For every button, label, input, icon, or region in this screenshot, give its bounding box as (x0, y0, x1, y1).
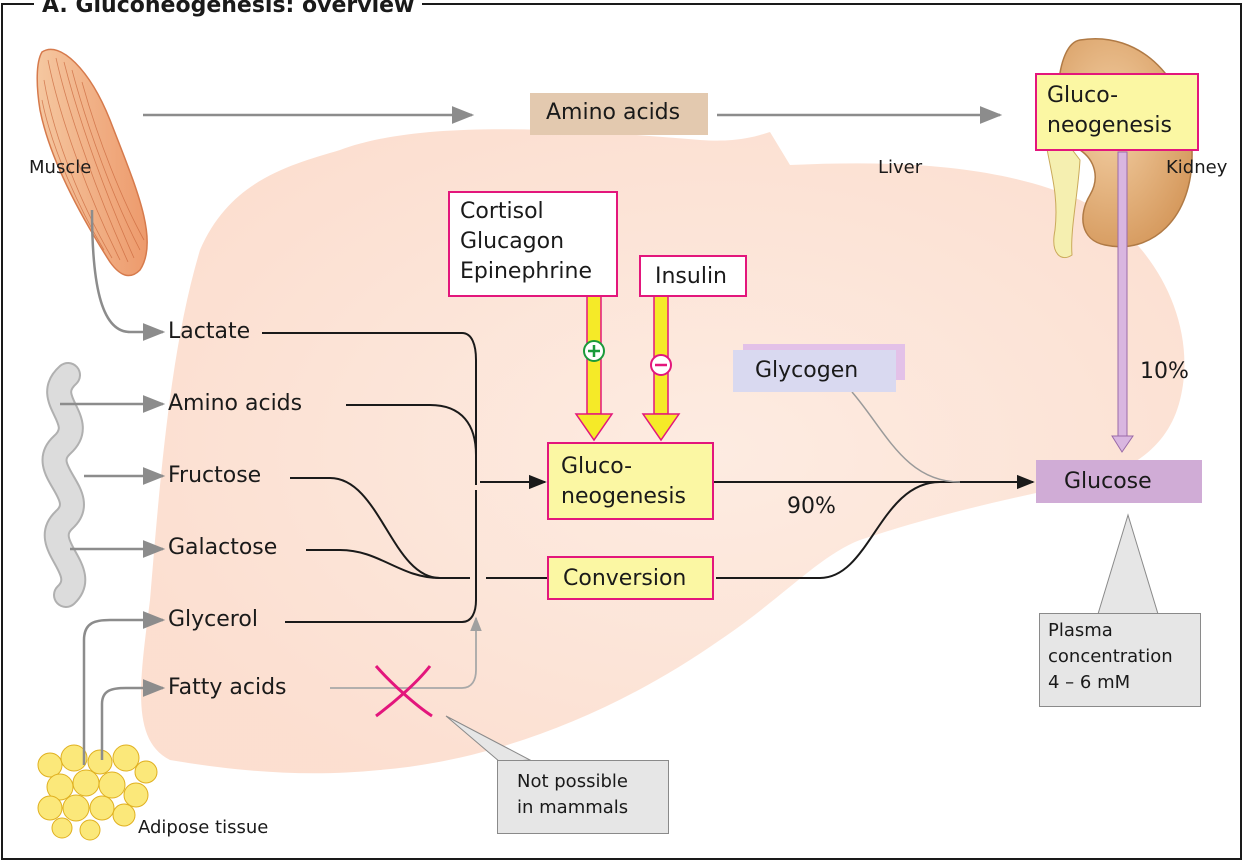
box-activating-hormones: Cortisol Glucagon Epinephrine (448, 191, 618, 297)
callout-plasma-line1: Plasma (1048, 620, 1113, 641)
frame-border (1, 3, 1242, 860)
liver-gng-line1: Gluco- (561, 454, 633, 479)
callout-plasma-line3: 4 – 6 mM (1048, 672, 1131, 693)
substrate-fatty-acids: Fatty acids (168, 675, 287, 700)
glycogen-label: Glycogen (755, 358, 859, 383)
substrate-lactate: Lactate (168, 319, 251, 344)
line-glycerol (285, 490, 477, 623)
line-lactate (262, 332, 477, 485)
hormone-glucagon: Glucagon (460, 229, 565, 254)
line-fructose (290, 477, 470, 579)
line-glycogen-out (851, 391, 961, 483)
substrate-galactose: Galactose (168, 535, 278, 560)
amino-acids-label: Amino acids (546, 100, 681, 125)
box-amino-acids-transport: Amino acids (530, 93, 708, 135)
liver-gng-line2: neogenesis (561, 484, 686, 509)
label-adipose: Adipose tissue (138, 817, 269, 838)
callout-not-possible: Not possible in mammals (497, 760, 669, 834)
arrow-adipose-glycerol (82, 611, 166, 765)
callout-plasma-line2: concentration (1048, 646, 1173, 667)
arrow-muscle-to-lactate (90, 209, 166, 341)
conversion-label: Conversion (563, 566, 687, 591)
box-insulin: Insulin (639, 255, 747, 297)
line-conversion-out (716, 481, 941, 579)
hormone-cortisol: Cortisol (460, 199, 544, 224)
kidney-gng-line1: Gluco- (1047, 83, 1119, 108)
box-conversion: Conversion (547, 556, 714, 600)
callout-not-possible-line1: Not possible (517, 771, 628, 792)
line-amino (346, 404, 477, 456)
box-liver-gluconeogenesis: Gluco- neogenesis (547, 442, 714, 520)
hormone-insulin: Insulin (655, 264, 728, 289)
substrate-fructose: Fructose (168, 463, 262, 488)
callout-plasma-concentration: Plasma concentration 4 – 6 mM (1039, 613, 1201, 707)
glucose-label: Glucose (1064, 469, 1152, 494)
blocked-x-mark (374, 665, 433, 718)
muscle-illustration (36, 48, 148, 277)
hormone-epinephrine: Epinephrine (460, 259, 592, 284)
arrow-kidney-to-glucose (1111, 151, 1134, 453)
callout-pointer-plasma (1097, 513, 1159, 615)
box-kidney-gluconeogenesis: Gluco- neogenesis (1035, 73, 1199, 151)
page-title: A. Gluconeogenesis: overview (34, 0, 423, 18)
substrate-amino-acids: Amino acids (168, 391, 303, 416)
percent-liver: 90% (787, 494, 836, 519)
kidney-gng-line2: neogenesis (1047, 113, 1172, 138)
minus-symbol (650, 354, 672, 376)
line-galactose (306, 549, 441, 579)
plus-symbol (583, 340, 605, 362)
box-glucose: Glucose (1036, 460, 1202, 503)
label-liver: Liver (878, 157, 923, 178)
adipose-illustration (37, 744, 158, 841)
callout-not-possible-line2: in mammals (517, 797, 629, 818)
percent-kidney: 10% (1140, 359, 1189, 384)
label-muscle: Muscle (29, 157, 92, 178)
arrow-adipose-fatty (100, 679, 166, 760)
box-glycogen: Glycogen (733, 350, 896, 392)
label-kidney: Kidney (1166, 157, 1228, 178)
line-fatty-acids (330, 616, 482, 689)
substrate-glycerol: Glycerol (168, 607, 258, 632)
